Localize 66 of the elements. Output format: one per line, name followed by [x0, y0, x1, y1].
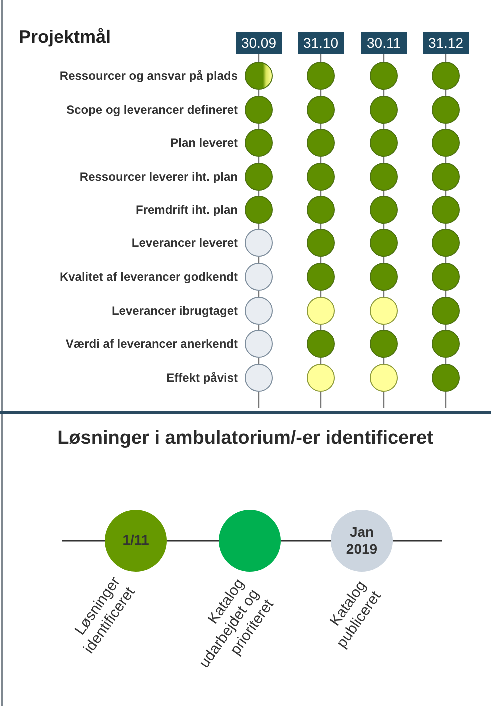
status-circle	[307, 364, 335, 392]
status-circle	[370, 129, 398, 157]
row-label: Effekt påvist	[166, 371, 238, 385]
status-circle	[307, 229, 335, 257]
milestone-circle: Jan 2019	[331, 510, 393, 572]
status-circle	[307, 330, 335, 358]
status-circle	[370, 163, 398, 191]
status-circle	[370, 263, 398, 291]
status-circle	[432, 96, 460, 124]
title: Projektmål	[19, 27, 112, 48]
status-circle	[245, 229, 273, 257]
row-label: Værdi af leverancer anerkendt	[66, 337, 238, 351]
status-circle	[307, 129, 335, 157]
status-circle	[245, 163, 273, 191]
status-circle	[307, 297, 335, 325]
status-circle	[432, 263, 460, 291]
status-circle	[432, 297, 460, 325]
status-circle	[245, 263, 273, 291]
timeline-line	[167, 540, 219, 542]
row-label: Kvalitet af leverancer godkendt	[60, 270, 238, 284]
column-line	[383, 392, 385, 408]
section-heading: Løsninger i ambulatorium/-er identificeret	[56, 428, 434, 450]
row-label: Leverancer leveret	[132, 236, 238, 250]
row-label: Ressourcer og ansvar på plads	[60, 69, 238, 83]
status-circle	[245, 364, 273, 392]
row-label: Plan leveret	[170, 136, 238, 150]
date-header: 31.10	[298, 32, 344, 54]
status-circle	[432, 229, 460, 257]
status-circle	[432, 364, 460, 392]
row-label: Leverancer ibrugtaget	[112, 304, 238, 318]
status-circle	[370, 364, 398, 392]
status-circle	[307, 263, 335, 291]
column-line	[320, 392, 322, 408]
status-circle	[245, 96, 273, 124]
timeline-line	[393, 540, 442, 542]
timeline-line	[62, 540, 105, 542]
timeline-line	[281, 540, 331, 542]
status-circle	[307, 163, 335, 191]
status-circle	[307, 96, 335, 124]
status-circle	[370, 96, 398, 124]
date-header: 30.11	[361, 32, 407, 54]
row-label: Fremdrift iht. plan	[136, 203, 238, 217]
date-header: 30.09	[236, 32, 282, 54]
status-circle	[370, 62, 398, 90]
column-line	[445, 392, 447, 408]
status-circle	[307, 62, 335, 90]
status-circle	[307, 196, 335, 224]
column-line	[258, 392, 260, 408]
date-header: 31.12	[423, 32, 469, 54]
status-circle	[245, 297, 273, 325]
status-circle	[370, 229, 398, 257]
status-circle	[432, 163, 460, 191]
status-circle	[370, 196, 398, 224]
status-circle	[370, 297, 398, 325]
status-circle	[432, 196, 460, 224]
status-circle	[432, 62, 460, 90]
status-circle	[432, 129, 460, 157]
row-label: Scope og leverancer defineret	[66, 103, 238, 117]
status-circle	[245, 196, 273, 224]
status-circle	[432, 330, 460, 358]
row-label: Ressourcer leverer iht. plan	[80, 170, 238, 184]
status-circle	[370, 330, 398, 358]
status-circle	[245, 330, 273, 358]
status-circle	[245, 62, 273, 90]
milestone-circle: 1/11	[105, 510, 167, 572]
status-circle	[245, 129, 273, 157]
